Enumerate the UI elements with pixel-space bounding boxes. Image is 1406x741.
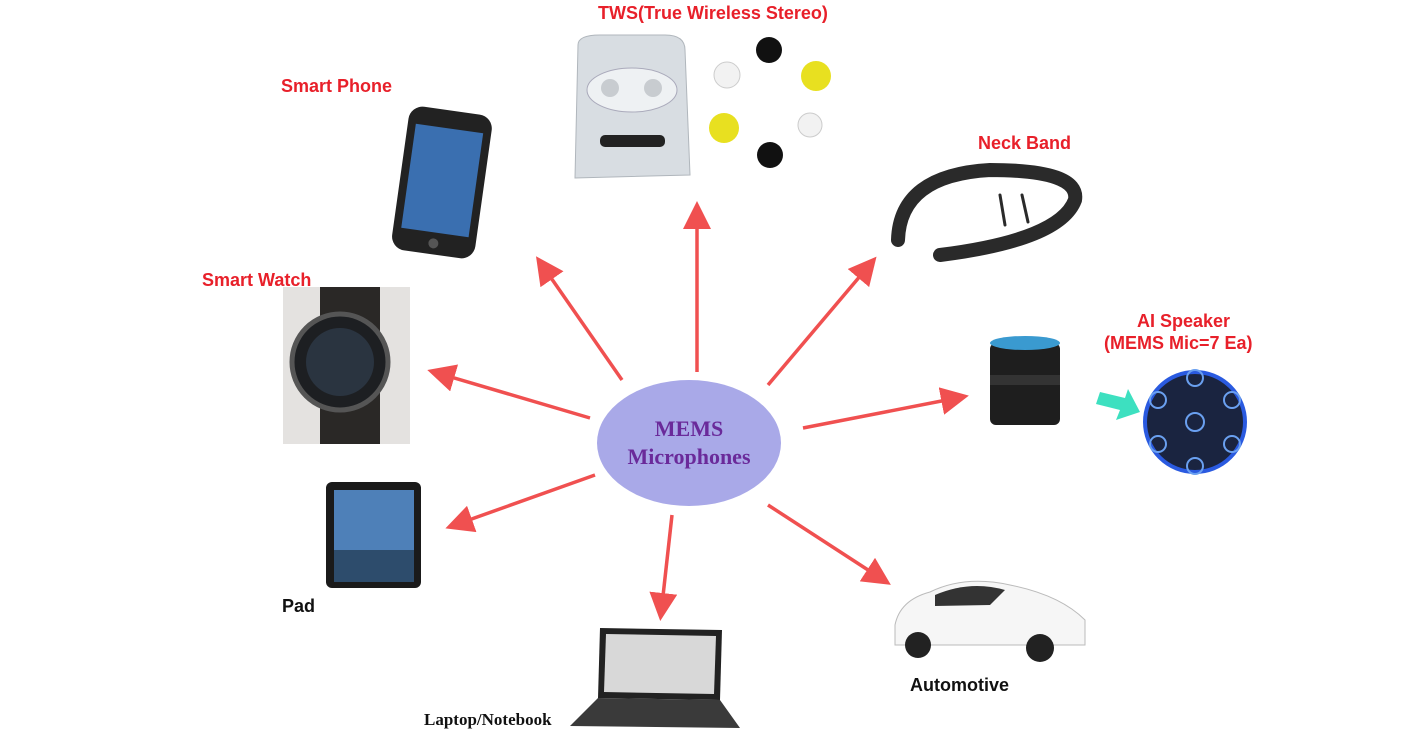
label-ai-speaker: AI Speaker (1137, 311, 1231, 331)
center-label-line2: Microphones (627, 444, 751, 469)
arrows (427, 201, 969, 621)
label-ai-speaker-detail: (MEMS Mic=7 Ea) (1104, 333, 1253, 353)
label-pad: Pad (282, 596, 316, 616)
label-automotive: Automotive (910, 675, 1009, 695)
label-laptop: Laptop/Notebook (424, 710, 552, 729)
center-label-line1: MEMS (654, 416, 724, 441)
arrow-pad (445, 473, 596, 533)
pad-image (326, 482, 421, 588)
smart-watch-image (283, 287, 410, 444)
arrow-laptop (649, 514, 678, 621)
smart-phone-image (392, 106, 492, 259)
label-smart-watch: Smart Watch (202, 270, 312, 290)
arrow-automotive (767, 503, 891, 585)
label-neck-band: Neck Band (978, 133, 1072, 153)
arrow-neck-band (766, 256, 877, 387)
label-tws: TWS(True Wireless Stereo) (598, 3, 828, 23)
tws-image (574, 34, 831, 179)
automotive-image (894, 580, 1086, 662)
neck-band-image (891, 162, 1083, 262)
ai-speaker-top-view (1143, 369, 1247, 475)
center-node: MEMS Microphones (597, 380, 781, 506)
teal-arrow (1096, 389, 1140, 420)
arrow-smart-phone (536, 256, 624, 381)
arrow-smart-watch (427, 364, 591, 420)
arrow-ai-speaker (802, 387, 969, 430)
label-smart-phone: Smart Phone (281, 76, 393, 96)
center-ellipse (597, 380, 781, 506)
laptop-image (570, 628, 740, 728)
ai-speaker-image (990, 336, 1060, 425)
